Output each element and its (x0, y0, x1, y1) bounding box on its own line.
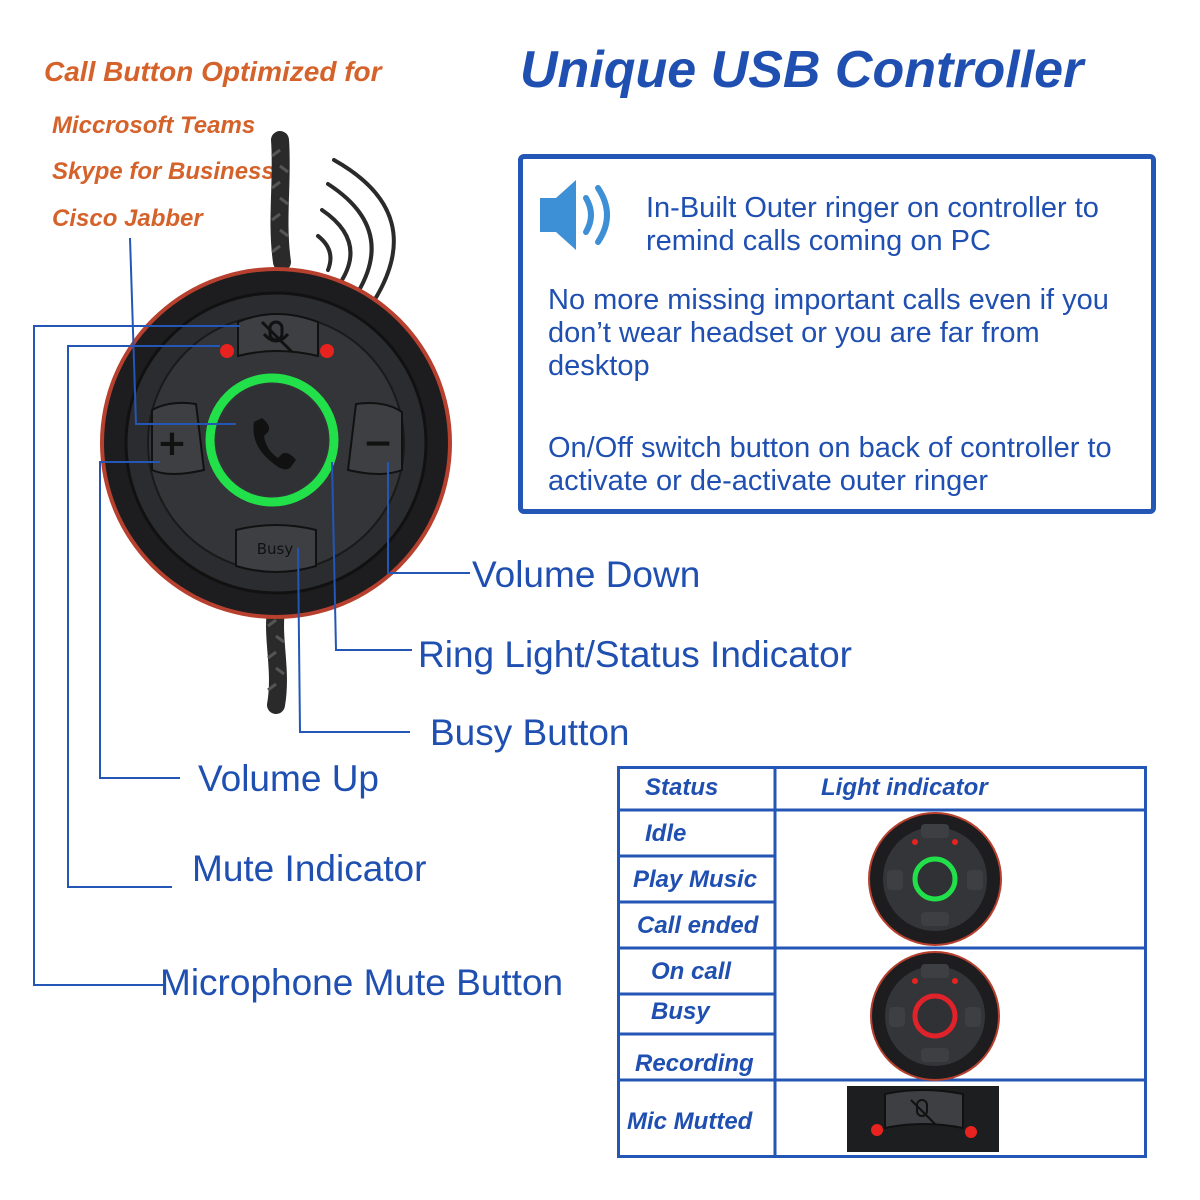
status-ring-light (205, 373, 339, 507)
status-row-label: Recording (635, 1050, 754, 1077)
volume-up-label: Volume Up (198, 758, 379, 799)
ringer-text: In-Built Outer ringer on controller to r… (646, 192, 1099, 257)
call-button[interactable] (216, 384, 328, 496)
mute-indicator-led (320, 344, 334, 358)
volume-down-button[interactable] (346, 402, 403, 475)
mic-off-icon (260, 320, 294, 354)
mic-muted-indicator-image (847, 1086, 999, 1152)
optimized-heading: Call Button Optimized for (44, 56, 382, 87)
leader-lines (33, 237, 470, 986)
app-item: Cisco Jabber (52, 205, 203, 232)
plus-icon: + (157, 423, 187, 464)
speaker-icon (540, 180, 610, 250)
phone-icon (253, 418, 296, 470)
status-row-label: Busy (651, 998, 710, 1025)
minus-icon: − (363, 423, 393, 464)
mute-indicator-led (220, 344, 234, 358)
status-table: Status Light indicator Idle Play Music C… (617, 766, 1147, 1158)
info-box (518, 154, 1156, 514)
mic-mute-button[interactable] (237, 313, 319, 358)
mic-mute-label: Microphone Mute Button (160, 962, 564, 1003)
idle-indicator-image (868, 812, 1002, 946)
switch-text: On/Off switch button on back of controll… (548, 432, 1112, 497)
busy-button[interactable] (235, 524, 317, 573)
cable-icon (266, 131, 291, 714)
app-item: Miccrosoft Teams (52, 112, 256, 139)
sound-wave-icon (316, 158, 396, 306)
status-row-label: Mic Mutted (627, 1108, 753, 1135)
app-item: Skype for Business, (52, 158, 282, 185)
table-header-status: Status (645, 774, 719, 801)
status-row-label: Play Music (633, 866, 758, 893)
table-header-light: Light indicator (821, 774, 988, 801)
page-title: Unique USB Controller (520, 41, 1084, 99)
status-row-label: On call (651, 958, 732, 985)
volume-down-label: Volume Down (472, 554, 701, 595)
missing-calls-text: No more missing important calls even if … (548, 284, 1109, 382)
busy-button-label: Busy Button (430, 712, 630, 753)
usb-controller: + − Busy (100, 267, 452, 619)
status-row-label: Idle (645, 820, 687, 847)
mute-indicator-label: Mute Indicator (192, 848, 427, 889)
ring-light-label: Ring Light/Status Indicator (418, 634, 852, 675)
status-row-label: Call ended (637, 912, 759, 939)
table-grid (617, 766, 1147, 1158)
on-call-indicator-image (870, 951, 1000, 1081)
volume-up-button[interactable] (151, 401, 206, 475)
busy-label: Busy (257, 540, 294, 558)
